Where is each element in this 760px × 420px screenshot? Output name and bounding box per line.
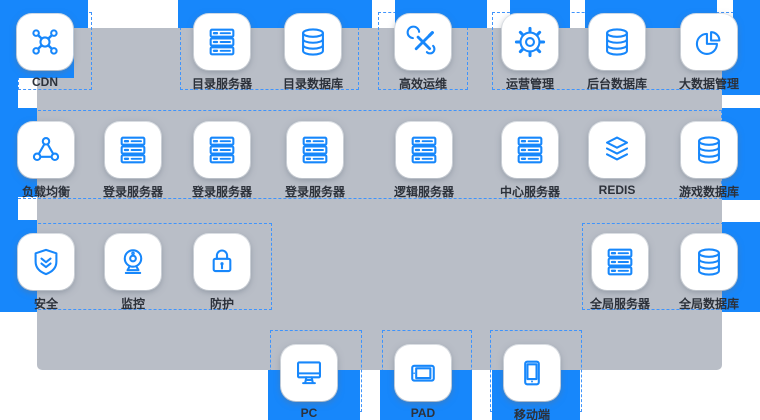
node-label-center-server: 中心服务器	[499, 185, 560, 199]
layers-icon	[600, 133, 634, 167]
monitor-icon	[292, 356, 326, 390]
server-icon	[205, 25, 239, 59]
node-redis	[589, 122, 645, 178]
node-label-dir-server: 目录服务器	[191, 77, 252, 91]
node-label-login-server-1: 登录服务器	[102, 185, 163, 199]
node-label-login-server-3: 登录服务器	[284, 185, 345, 199]
node-pad	[395, 345, 451, 401]
node-mobile	[504, 345, 560, 401]
node-label-ops: 高效运维	[398, 77, 447, 91]
node-label-protection: 防护	[209, 297, 234, 311]
node-label-dir-db: 目录数据库	[282, 77, 343, 91]
node-center-server	[502, 122, 558, 178]
node-security	[18, 234, 74, 290]
node-load-balancer	[18, 122, 74, 178]
node-label-cdn: CDN	[32, 75, 58, 89]
node-cdn	[17, 14, 73, 70]
lock-icon	[205, 245, 239, 279]
node-game-db	[681, 122, 737, 178]
server-icon	[116, 133, 150, 167]
node-label-global-db: 全局数据库	[678, 297, 739, 311]
node-dir-server	[194, 14, 250, 70]
node-backend-db	[589, 14, 645, 70]
node-dir-db	[285, 14, 341, 70]
database-icon	[600, 25, 634, 59]
node-logic-server	[396, 122, 452, 178]
node-label-login-server-2: 登录服务器	[191, 185, 252, 199]
node-label-bigdata: 大数据管理	[678, 77, 739, 91]
pie-icon	[692, 25, 726, 59]
node-pc	[281, 345, 337, 401]
server-icon	[407, 133, 441, 167]
node-label-mobile: 移动端	[513, 408, 550, 420]
node-protection	[194, 234, 250, 290]
loadbalancer-icon	[29, 133, 63, 167]
database-icon	[692, 133, 726, 167]
node-bigdata	[681, 14, 737, 70]
node-label-logic-server: 逻辑服务器	[393, 185, 454, 199]
node-label-pc: PC	[300, 406, 318, 420]
gear-icon	[513, 25, 547, 59]
tools-icon	[406, 25, 440, 59]
node-label-redis: REDIS	[598, 183, 636, 197]
node-label-load-balancer: 负载均衡	[21, 185, 70, 199]
node-label-pad: PAD	[410, 406, 436, 420]
node-ops	[395, 14, 451, 70]
server-icon	[298, 133, 332, 167]
node-login-server-1	[105, 122, 161, 178]
node-global-server	[592, 234, 648, 290]
phone-icon	[515, 356, 549, 390]
frame-segment-6	[733, 0, 760, 28]
node-login-server-2	[194, 122, 250, 178]
node-global-db	[681, 234, 737, 290]
server-icon	[205, 133, 239, 167]
diagram-background-panel	[37, 28, 722, 370]
node-login-server-3	[287, 122, 343, 178]
database-icon	[296, 25, 330, 59]
tablet-icon	[406, 356, 440, 390]
node-label-backend-db: 后台数据库	[586, 77, 647, 91]
server-icon	[603, 245, 637, 279]
node-label-mgmt: 运营管理	[505, 77, 554, 91]
node-label-security: 安全	[33, 297, 58, 311]
server-icon	[513, 133, 547, 167]
network-icon	[28, 25, 62, 59]
node-mgmt	[502, 14, 558, 70]
database-icon	[692, 245, 726, 279]
shield-icon	[29, 245, 63, 279]
node-monitoring	[105, 234, 161, 290]
node-label-monitoring: 监控	[120, 297, 145, 311]
node-label-game-db: 游戏数据库	[678, 185, 739, 199]
node-label-global-server: 全局服务器	[589, 297, 650, 311]
camera-icon	[116, 245, 150, 279]
